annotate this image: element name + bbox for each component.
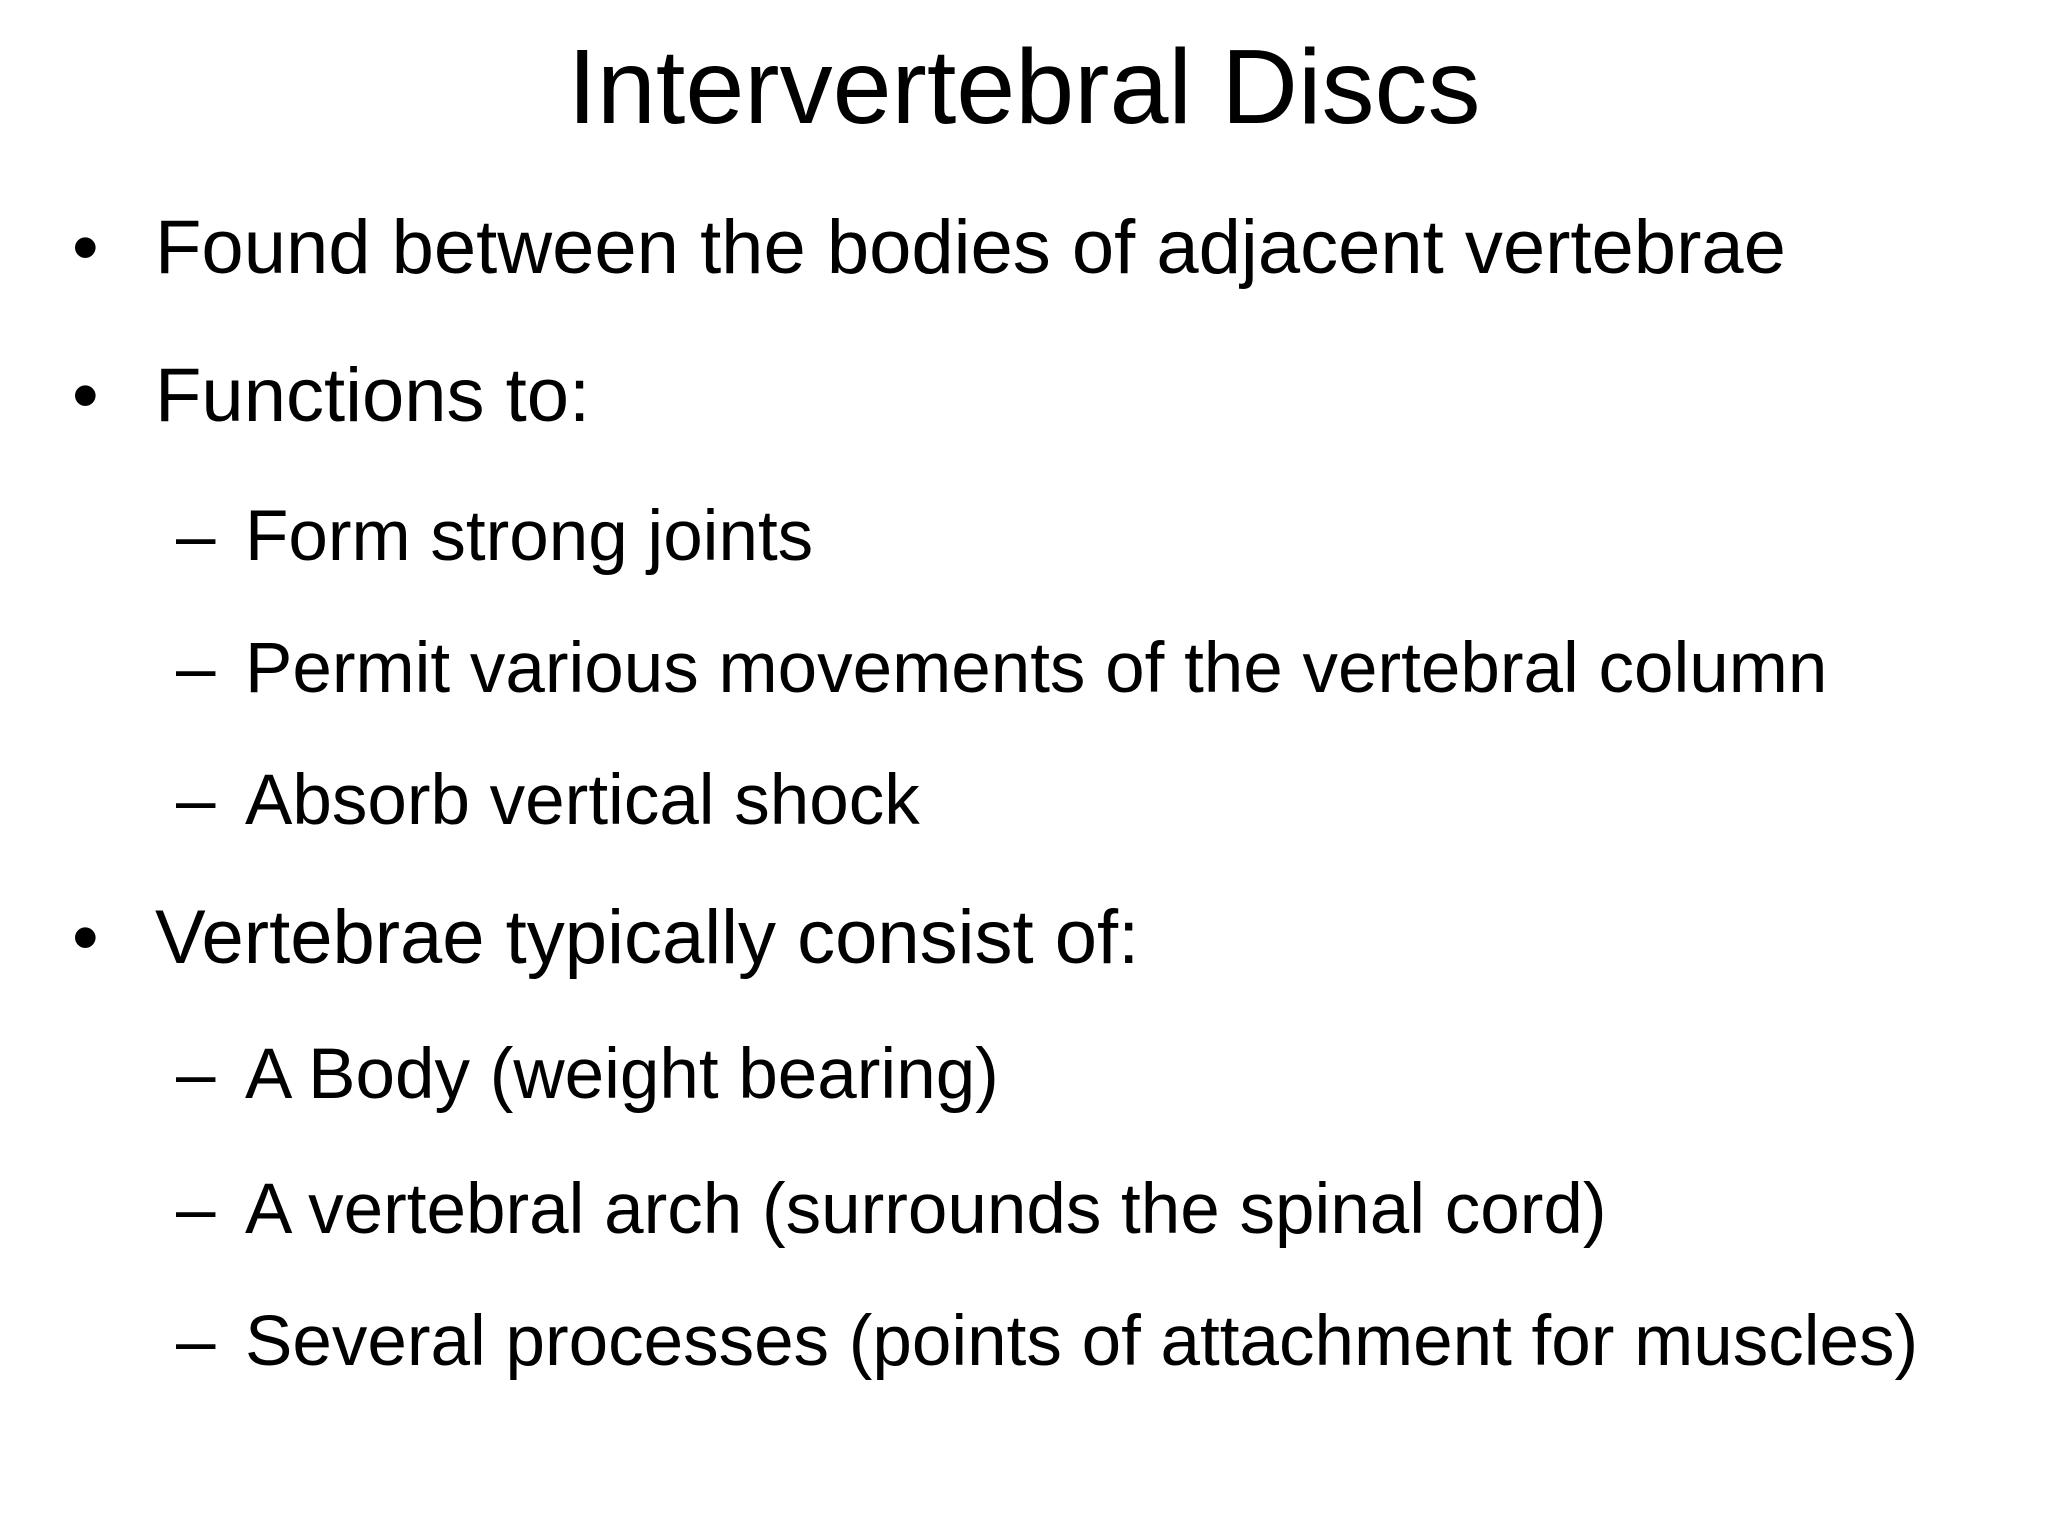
- dash-icon: –: [176, 761, 216, 840]
- bullet-dot-icon: •: [72, 205, 99, 290]
- bullet-text: Form strong joints: [245, 497, 814, 576]
- bullet-text: Several processes (points of attachment …: [245, 1302, 1919, 1381]
- bullet-dot-icon: •: [72, 353, 99, 438]
- bullet-text: A Body (weight bearing): [245, 1035, 999, 1114]
- bullet-text: Permit various movements of the vertebra…: [245, 629, 1828, 708]
- dash-icon: –: [176, 629, 216, 708]
- dash-icon: –: [176, 497, 216, 576]
- dash-icon: –: [176, 1170, 216, 1249]
- bullet-item-1: •Found between the bodies of adjacent ve…: [72, 210, 1786, 286]
- dash-icon: –: [176, 1302, 216, 1381]
- bullet-text: Vertebrae typically consist of:: [155, 895, 1140, 980]
- slide-title: Intervertebral Discs: [567, 28, 1481, 146]
- bullet-item-3: •Vertebrae typically consist of:: [72, 900, 1139, 976]
- bullet-text: Absorb vertical shock: [245, 761, 920, 840]
- sub-bullet-item-3: –Absorb vertical shock: [176, 765, 920, 836]
- sub-bullet-item-2: –Permit various movements of the vertebr…: [176, 633, 1827, 704]
- bullet-text: Functions to:: [155, 353, 591, 438]
- sub-bullet-item-6: –Several processes (points of attachment…: [176, 1306, 1918, 1377]
- sub-bullet-item-4: –A Body (weight bearing): [176, 1039, 999, 1110]
- bullet-item-2: •Functions to:: [72, 358, 590, 434]
- bullet-dot-icon: •: [72, 895, 99, 980]
- bullet-text: Found between the bodies of adjacent ver…: [155, 205, 1786, 290]
- sub-bullet-item-1: –Form strong joints: [176, 501, 813, 572]
- sub-bullet-item-5: –A vertebral arch (surrounds the spinal …: [176, 1174, 1606, 1245]
- bullet-text: A vertebral arch (surrounds the spinal c…: [245, 1170, 1607, 1249]
- dash-icon: –: [176, 1035, 216, 1114]
